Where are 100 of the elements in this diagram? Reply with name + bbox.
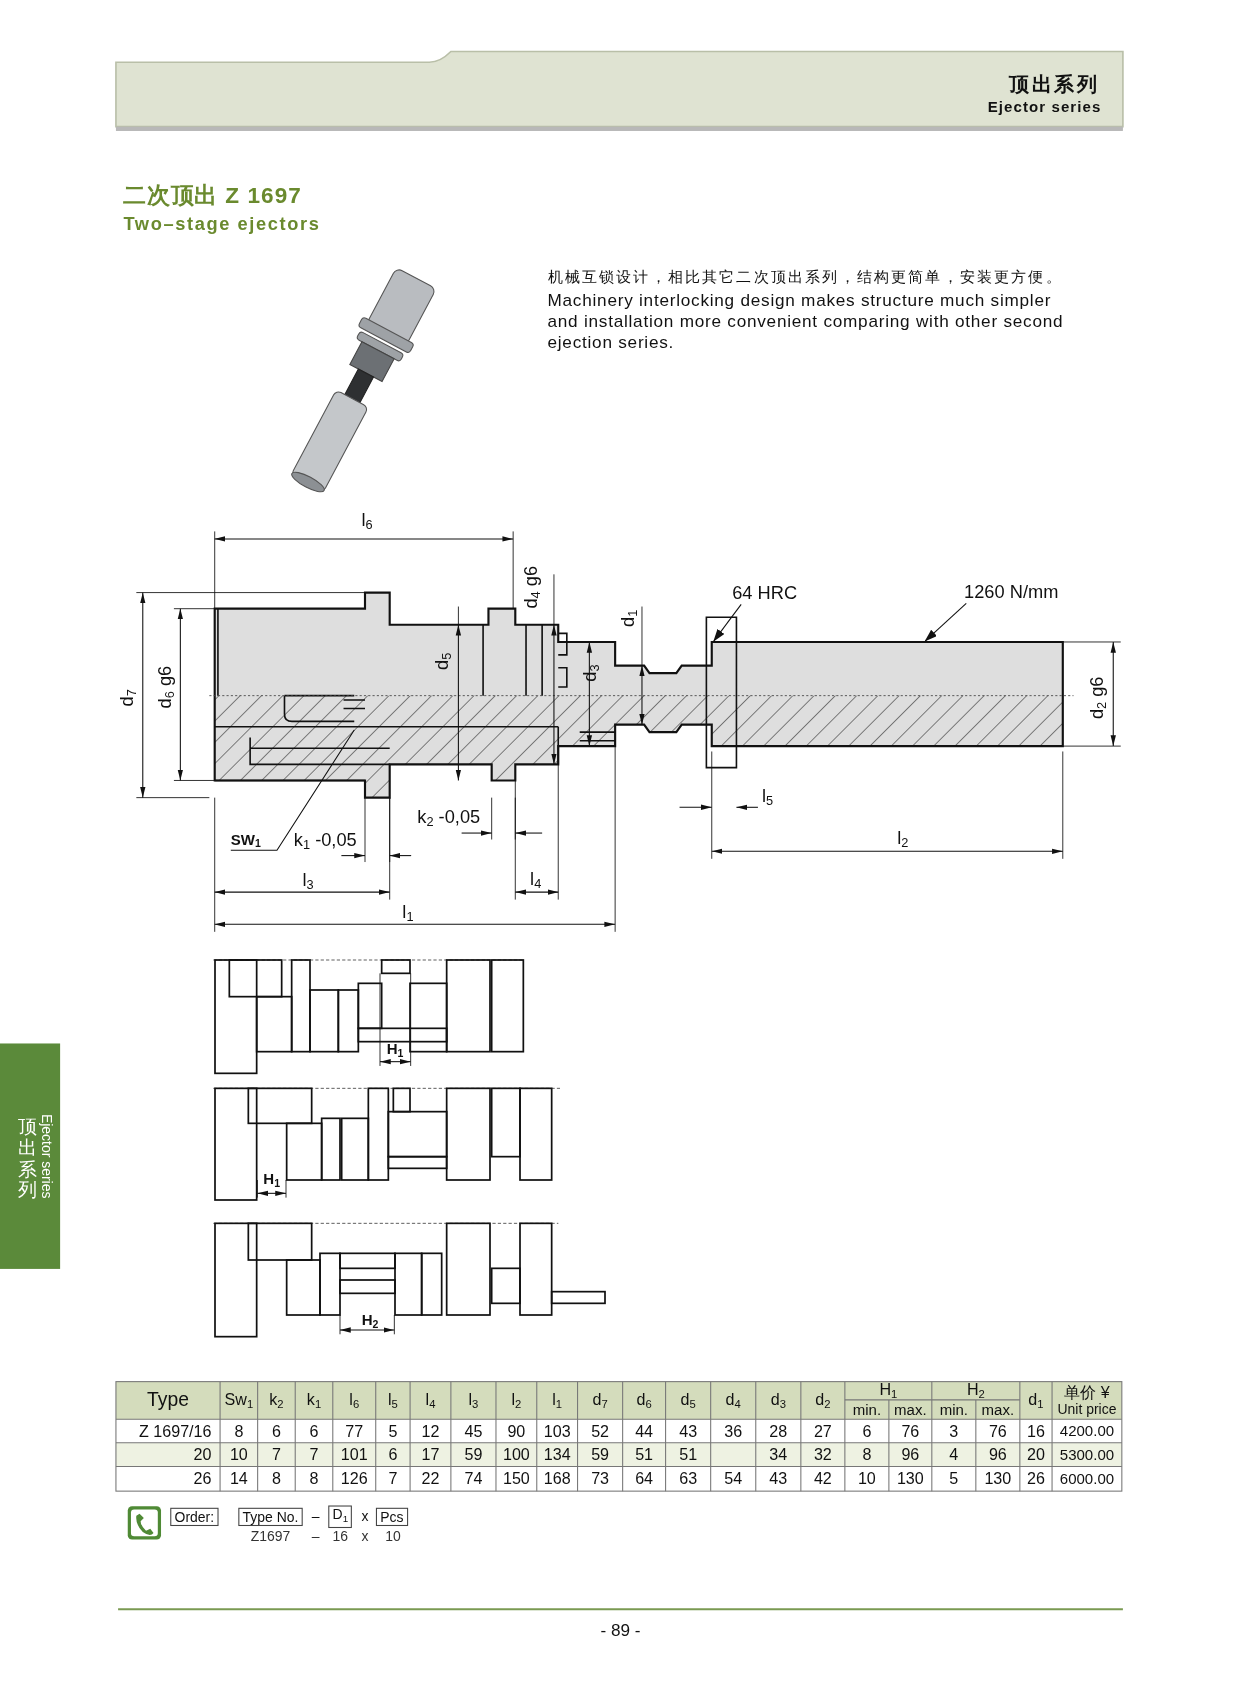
section-title: 二次顶出 Z 1697 — [123, 182, 302, 209]
table-header: Unit price — [1057, 1402, 1117, 1419]
dimension-label: k$_{1}$ -0,05 — [293, 830, 357, 854]
table-value: 42 — [813, 1469, 832, 1488]
table-header: d$_{2}$ — [815, 1389, 831, 1410]
table-value: 45 — [464, 1421, 483, 1441]
table-header: max. — [894, 1400, 927, 1419]
table-value: 96 — [988, 1445, 1007, 1464]
leader-line — [230, 729, 355, 851]
table-value: 100 — [502, 1445, 530, 1464]
table-value: 59 — [464, 1445, 483, 1464]
table-header: H$_{2}$ — [966, 1380, 985, 1401]
table-value: 34 — [769, 1445, 788, 1464]
table-value: 7 — [388, 1469, 398, 1488]
table-value: 130 — [984, 1469, 1012, 1488]
table-value: 101 — [340, 1445, 368, 1464]
table-value: 8 — [271, 1469, 281, 1488]
table-value: 5 — [949, 1469, 959, 1488]
dimension-label: l$_{3}$ — [302, 869, 314, 893]
table-value: 6000.00 — [1059, 1469, 1115, 1487]
table-value: 54 — [724, 1469, 743, 1488]
annotation-label: 64 HRC — [732, 582, 808, 605]
table-value: 7 — [271, 1445, 281, 1464]
table-value: 5 — [388, 1421, 398, 1441]
table-value: 130 — [896, 1469, 924, 1488]
table-value: 51 — [679, 1445, 698, 1464]
dimension-label: l$_{4}$ — [530, 868, 542, 892]
table-value: 6 — [862, 1421, 872, 1441]
table-header: max. — [981, 1400, 1015, 1419]
table-value: 6 — [388, 1445, 398, 1464]
table-header: d$_{1}$ — [1028, 1389, 1044, 1410]
description-text: 机械互锁设计，相比其它二次顶出系列，结构更简单，安装更方便。 — [547, 268, 1063, 286]
side-tab-text: 顶出系列 — [18, 1116, 38, 1202]
table-header: min. — [939, 1400, 969, 1419]
table-value: 8 — [309, 1469, 319, 1488]
table-value: 16 — [1027, 1421, 1045, 1441]
table-value: 7 — [309, 1445, 319, 1464]
order-example: 10 — [385, 1529, 401, 1546]
table-value: 76 — [901, 1421, 920, 1441]
table-header: min. — [852, 1400, 882, 1419]
table-value: 10 — [857, 1469, 876, 1488]
order-separator: x — [361, 1529, 369, 1546]
table-header: l$_{1}$ — [552, 1389, 563, 1410]
table-value: 27 — [813, 1421, 832, 1441]
table-value: 64 — [635, 1469, 654, 1488]
table-value: 8 — [862, 1445, 872, 1464]
table-value: 77 — [345, 1421, 364, 1441]
table-value: 4200.00 — [1059, 1422, 1115, 1440]
table-header: k$_{2}$ — [269, 1389, 284, 1410]
table-value: 73 — [591, 1469, 610, 1488]
dimension-label: H$_{1}$ — [263, 1170, 280, 1190]
table-value: 4 — [949, 1445, 959, 1464]
table-value: 26 — [1027, 1469, 1045, 1488]
table-value: 22 — [421, 1469, 440, 1488]
table-value: 32 — [813, 1445, 832, 1464]
table-value: 52 — [591, 1421, 610, 1441]
dimension-label: H$_{2}$ — [361, 1310, 379, 1330]
dimension-label: l$_{1}$ — [402, 901, 414, 926]
table-value: 10 — [229, 1445, 248, 1464]
table-header: d$_{4}$ — [725, 1389, 741, 1410]
table-value: 8 — [234, 1421, 244, 1441]
table-value: 6 — [309, 1421, 319, 1441]
table-value: 20 — [1027, 1445, 1045, 1464]
table-value: 36 — [724, 1421, 743, 1441]
table-value: 43 — [769, 1469, 788, 1488]
table-header: d$_{3}$ — [770, 1389, 786, 1410]
table-value: 76 — [988, 1421, 1007, 1441]
dimension-label: l$_{6}$ — [361, 510, 373, 534]
description-text: Machinery interlocking design makes structure much simpler and installation more convenient comparing with other second ejection series. — [547, 289, 1065, 353]
table-value: 43 — [679, 1421, 698, 1441]
annotation-label: 1260 N/mm — [964, 581, 1076, 604]
table-value: 168 — [543, 1469, 571, 1488]
table-header: l$_{6}$ — [349, 1389, 360, 1410]
boxed-text: Pcs — [375, 1507, 408, 1526]
table-header: H$_{1}$ — [879, 1380, 898, 1401]
table-value: 5300.00 — [1059, 1446, 1115, 1464]
dimension-label: H$_{1}$ — [386, 1040, 404, 1060]
table-header: l$_{4}$ — [425, 1389, 436, 1410]
order-separator: – — [311, 1529, 320, 1546]
side-tab-text: Ejector series — [38, 1113, 55, 1199]
order-example: 16 — [332, 1529, 349, 1546]
table-value: 44 — [635, 1421, 654, 1441]
dimension-label: l$_{5}$ — [762, 786, 774, 810]
table-header: Type — [147, 1388, 189, 1411]
table-value: 63 — [679, 1469, 698, 1488]
table-value: 28 — [769, 1421, 788, 1441]
series-heading: 顶出系列 — [1009, 73, 1100, 97]
leader-line — [924, 602, 967, 642]
table-value: 96 — [901, 1445, 920, 1464]
dimension-label: k$_{2}$ -0,05 — [417, 806, 481, 830]
page-number: - 89 - — [600, 1620, 641, 1641]
leader-line — [713, 603, 742, 642]
table-value: 6 — [271, 1421, 281, 1441]
table-value: 150 — [502, 1469, 530, 1488]
table-value: 17 — [421, 1445, 440, 1464]
table-value: 14 — [229, 1469, 248, 1488]
series-heading-english: Ejector series — [987, 97, 1102, 115]
dimension-label: l$_{2}$ — [897, 827, 909, 852]
table-header: 单价 ¥ — [1064, 1383, 1110, 1402]
table-value: 12 — [421, 1421, 440, 1441]
